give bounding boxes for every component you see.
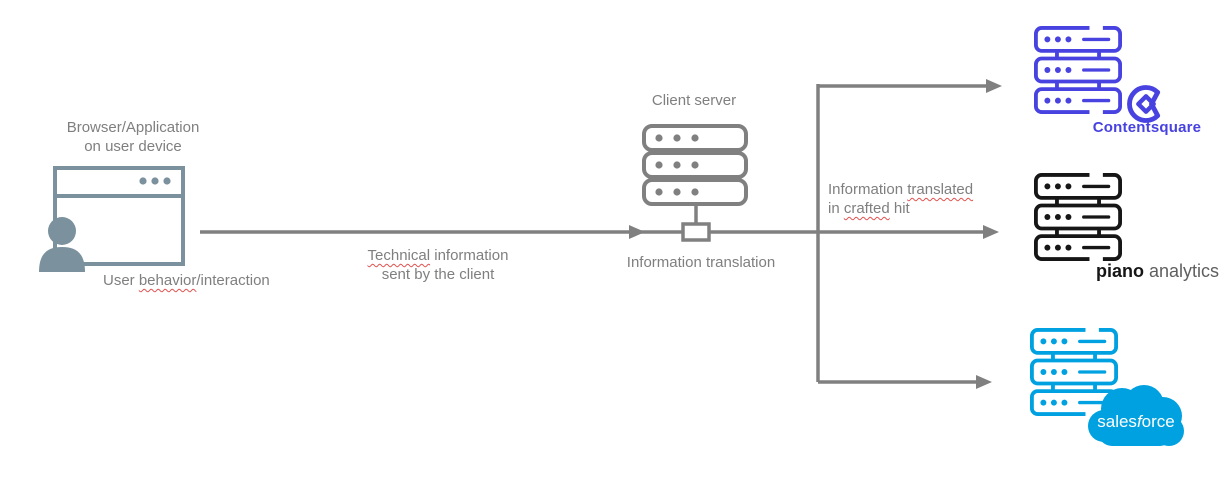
flow-client-line1-rest: information — [430, 247, 509, 264]
source-caption: User behavior/interaction — [103, 271, 270, 290]
contentsquare-logo-icon — [1127, 85, 1161, 123]
flow-client-label: Technical information sent by the client — [340, 246, 536, 284]
rack-icon-piano — [1034, 173, 1122, 261]
flow-hit-misspelled-2: crafted — [843, 200, 890, 217]
source-title-line2: on user device — [84, 138, 182, 155]
flow-hit-line1: Information translated — [828, 180, 973, 199]
client-server-icon — [642, 124, 748, 206]
flow-hit-label: Information translated in crafted hit — [828, 180, 973, 218]
piano-label-bold: piano — [1096, 261, 1144, 281]
salesforce-cloud-icon: salesforce — [1088, 385, 1184, 446]
salesforce-label: salesforce — [1097, 412, 1175, 431]
salesforce-label-post: orce — [1142, 412, 1175, 431]
source-caption-misspelled: behavior — [138, 272, 197, 289]
arrowhead-top-icon — [986, 79, 1002, 93]
salesforce-label-pre: sales — [1097, 412, 1137, 431]
flow-client-misspelled: Technical — [367, 247, 431, 264]
source-title-line1: Browser/Application — [66, 119, 200, 136]
source-caption-pre: User — [103, 272, 139, 289]
server-tap-connector — [681, 222, 711, 242]
flow-client-line1: Technical information — [340, 246, 536, 265]
flow-hit-line2: in crafted hit — [828, 199, 973, 218]
flow-hit-line2-post: hit — [889, 200, 910, 217]
user-icon — [39, 217, 85, 272]
client-server-title: Client server — [651, 92, 737, 109]
flow-hit-line1-pre: Information — [828, 181, 908, 198]
rack-icon-contentsquare — [1034, 26, 1122, 114]
flow-client-line2: sent by the client — [381, 266, 495, 283]
piano-label-light: analytics — [1144, 261, 1220, 281]
piano-label: piano analytics — [1096, 261, 1219, 282]
salesforce-label-italic: f — [1137, 412, 1144, 431]
flow-hit-misspelled-1: translated — [907, 181, 974, 198]
arrowhead-mid-icon — [629, 225, 645, 239]
arrowhead-bottom-icon — [976, 375, 992, 389]
flow-hit-line2-pre: in — [828, 200, 844, 217]
source-caption-post: /interaction — [196, 272, 270, 289]
source-title: Browser/Application on user device — [38, 118, 228, 156]
client-server-caption: Information translation — [626, 254, 776, 271]
contentsquare-label: Contentsquare — [1092, 119, 1202, 136]
arrowhead-middle-icon — [983, 225, 999, 239]
browser-window-icon — [39, 166, 185, 272]
